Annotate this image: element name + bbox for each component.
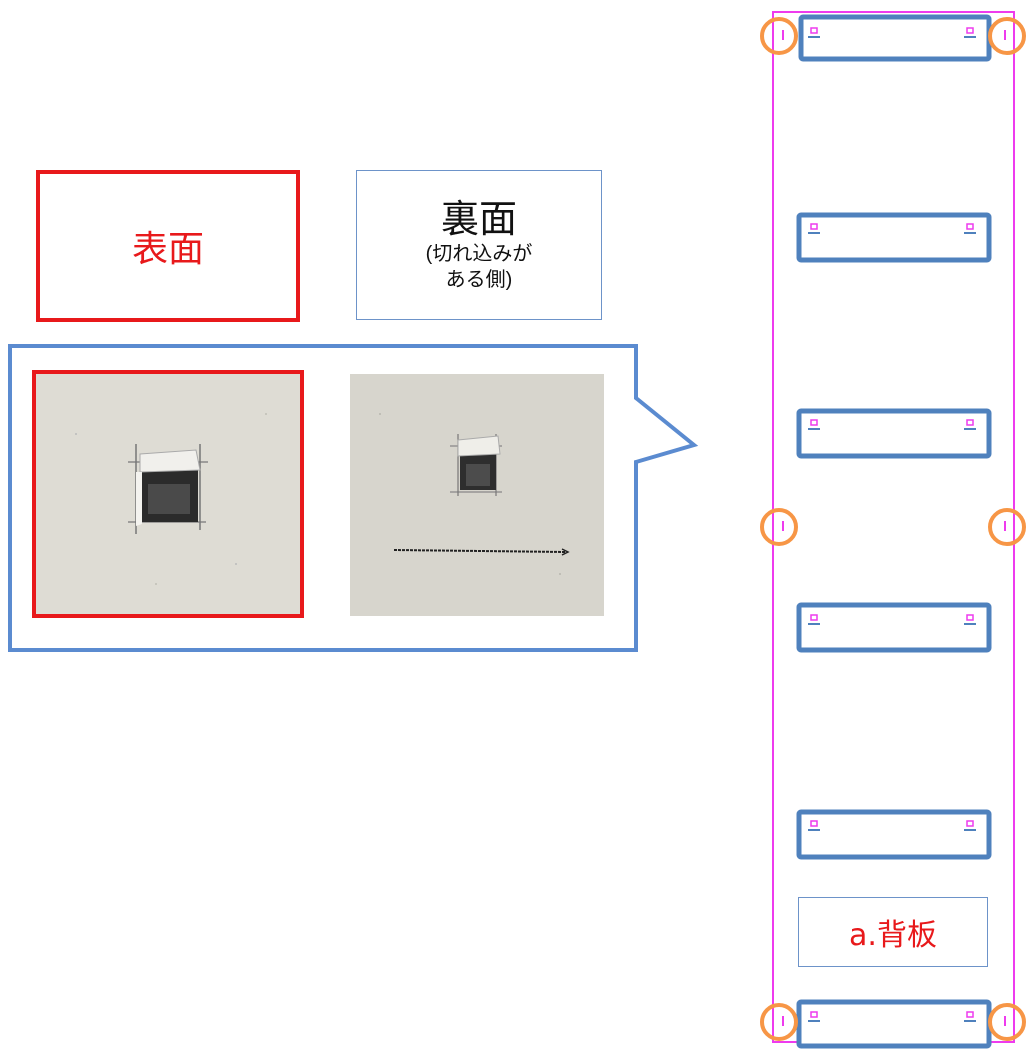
- screw-mark: [966, 1011, 974, 1018]
- back-surface-photo: [350, 374, 604, 616]
- corner-circles: [760, 17, 1026, 1041]
- screw-mark: [810, 614, 818, 621]
- screw-mark: [810, 1011, 818, 1018]
- screw-mark: [810, 223, 818, 230]
- slat-6: [796, 999, 992, 1049]
- circle-mid-left: [760, 508, 798, 546]
- back-surface-title: 裏面: [440, 197, 517, 241]
- back-surface-note-1: (切れ込みが: [425, 243, 533, 265]
- screw-mark: [810, 419, 818, 426]
- front-surface-label: 表面: [36, 170, 300, 322]
- circle-top-left: [760, 17, 798, 55]
- slat-2: [796, 212, 992, 263]
- back-board-label: a.背板: [798, 897, 988, 967]
- screw-mark: [810, 27, 818, 34]
- front-surface-photo: [32, 370, 304, 618]
- board-outline: [772, 11, 1015, 1043]
- screw-mark: [966, 27, 974, 34]
- front-surface-text: 表面: [131, 229, 204, 270]
- circle-top-right: [988, 17, 1026, 55]
- screw-mark: [966, 419, 974, 426]
- screw-marks: [808, 27, 976, 1022]
- circle-bottom-right: [988, 1003, 1026, 1041]
- back-board-text: a.背板: [849, 918, 937, 953]
- screw-mark: [966, 614, 974, 621]
- screw-mark: [966, 820, 974, 827]
- back-surface-note-2: ある側): [445, 269, 513, 291]
- circle-bottom-left: [760, 1003, 798, 1041]
- slat-3: [796, 408, 992, 459]
- back-surface-label: 裏面 (切れ込みが ある側): [356, 170, 602, 320]
- screw-mark: [966, 223, 974, 230]
- slat-1: [798, 14, 992, 62]
- circle-mid-right: [988, 508, 1026, 546]
- slat-5: [796, 809, 992, 860]
- screw-mark: [810, 820, 818, 827]
- slat-4: [796, 602, 992, 653]
